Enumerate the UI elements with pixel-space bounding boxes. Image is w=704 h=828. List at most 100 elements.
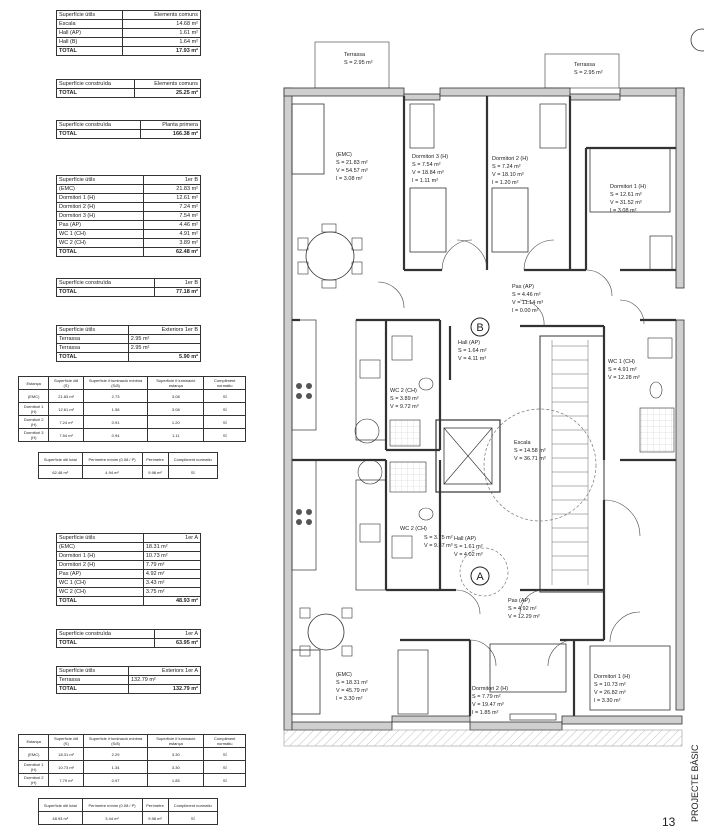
bed-dorm3-b — [409, 187, 447, 253]
stair-core — [539, 335, 605, 593]
bed-dorm1-b — [589, 147, 671, 213]
room-dorm1-a-name: Dormitori 1 (H) — [594, 674, 630, 680]
terrace-right — [544, 53, 620, 89]
north-symbol — [690, 28, 704, 52]
room-dorm1-a-v: V = 26.82 m³ — [594, 690, 626, 696]
shower-wc2-a — [389, 461, 427, 493]
turning-circle-hall-a — [459, 547, 509, 597]
door-swings — [377, 239, 645, 667]
room-dorm2-b-s: S = 7.24 m² — [492, 164, 521, 170]
terrace-right-name: Terrassa — [574, 62, 596, 68]
room-pas-a-v: V = 12.29 m³ — [508, 614, 540, 620]
room-escala-name: Escala — [514, 440, 531, 446]
shower-wc2-b — [389, 419, 421, 447]
room-dorm1-b-s: S = 12.61 m² — [610, 192, 642, 198]
room-pas-a-s: S = 4.92 m² — [508, 606, 537, 612]
bed-dorm1-a — [589, 645, 671, 711]
room-emc-b-s: S = 21.83 m² — [336, 160, 368, 166]
room-emc-a-v: V = 45.79 m³ — [336, 688, 368, 694]
room-wc2-a-v: V = 9.37 m³ — [424, 543, 453, 549]
room-hall-a-s: S = 1.61 m² — [454, 544, 483, 550]
room-dorm2-a-name: Dormitori 2 (H) — [472, 686, 508, 692]
room-hall-a-v: V = 4.02 m³ — [454, 552, 483, 558]
room-dorm2-b-i: I = 1.20 m² — [492, 180, 519, 186]
room-emc-a-s: S = 18.31 m² — [336, 680, 368, 686]
basin-wc2-b — [391, 335, 413, 361]
room-wc2-b-s: S = 3.89 m² — [390, 396, 419, 402]
room-escala-v: V = 36.71 m³ — [514, 456, 546, 462]
party-wall-hatch — [283, 729, 683, 747]
room-pas-b-v: V = 11.14 m³ — [512, 300, 543, 306]
bed-dorm2-a — [489, 643, 567, 693]
room-dorm1-a-s: S = 10.73 m² — [594, 682, 626, 688]
room-dorm2-a-s: S = 7.79 m² — [472, 694, 501, 700]
room-emc-a-i: I = 3.30 m² — [336, 696, 363, 702]
chairs-a — [299, 607, 353, 657]
toilet-wc2-b — [418, 377, 434, 391]
stair-turning-circle — [483, 408, 597, 522]
sink-a — [359, 523, 381, 543]
dining-table-b — [305, 231, 355, 281]
room-pas-a-name: Pas (AP) — [508, 598, 530, 604]
room-pas-b-i: I = 0.00 m² — [512, 308, 539, 314]
side-label: PROJECTE BÀSIC — [690, 744, 700, 822]
room-wc1-b-name: WC 1 (CH) — [608, 359, 635, 365]
terrace-left-s: S = 2.95 m² — [344, 60, 373, 66]
basin-wc1-b — [647, 337, 673, 359]
room-hall-b-v: V = 4.11 m³ — [458, 356, 486, 362]
room-dorm1-b-name: Dormitori 1 (H) — [610, 184, 646, 190]
room-dorm1-b-i: I = 3.08 m² — [610, 208, 637, 214]
toilet-wc1-b — [649, 381, 663, 399]
marker-b: B — [476, 322, 483, 334]
shower-wc1-b — [639, 407, 675, 453]
chairs-b — [297, 223, 363, 289]
room-hall-b-s: S = 1.64 m² — [458, 348, 487, 354]
kitchen-counter-b — [291, 319, 317, 431]
hob-a — [296, 509, 312, 525]
room-emc-b-v: V = 54.57 m³ — [336, 168, 368, 174]
room-dorm2-a-v: V = 19.47 m³ — [472, 702, 504, 708]
room-wc2-a-name: WC 2 (CH) — [400, 526, 427, 532]
room-pas-b-s: S = 4.46 m² — [512, 292, 541, 298]
marker-b-circle — [470, 317, 490, 337]
tv-unit-a — [397, 649, 429, 715]
room-escala-s: S = 14.58 m² — [514, 448, 546, 454]
room-wc2-b-name: WC 2 (CH) — [390, 388, 417, 394]
dining-table-a — [307, 613, 345, 651]
kitchen-counter-a — [291, 459, 317, 571]
room-dorm1-a-i: I = 3.30 m² — [594, 698, 621, 704]
room-dorm3-b-v: V = 18.84 m³ — [412, 170, 444, 176]
sofa-b — [291, 103, 325, 175]
fridge-b — [354, 418, 380, 444]
room-wc1-b-s: S = 4.91 m² — [608, 367, 637, 373]
room-dorm3-b-i: I = 1.11 m² — [412, 178, 438, 184]
desk-dorm3-b — [409, 103, 435, 149]
page-number: 13 — [662, 815, 676, 828]
room-hall-a-name: Hall (AP) — [454, 536, 476, 542]
room-wc2-a-s: S = 3.75 m² — [424, 535, 453, 541]
toilet-wc2-a — [418, 507, 434, 521]
room-wc1-b-v: V = 12.28 m³ — [608, 375, 640, 381]
desk-dorm2-a — [509, 713, 557, 721]
hob-b — [296, 383, 312, 399]
elevator-car — [443, 427, 493, 485]
room-dorm2-a-i: I = 1.85 m² — [472, 710, 499, 716]
desk-dorm2-b — [539, 103, 567, 149]
room-wc2-b-v: V = 9.72 m³ — [390, 404, 419, 410]
wardrobe-dorm1-b — [649, 235, 673, 271]
room-dorm2-b-v: V = 18.10 m³ — [492, 172, 524, 178]
elevator-shaft — [435, 419, 501, 493]
terrace-left-name: Terrassa — [344, 52, 366, 58]
bed-dorm2-b — [491, 187, 529, 253]
